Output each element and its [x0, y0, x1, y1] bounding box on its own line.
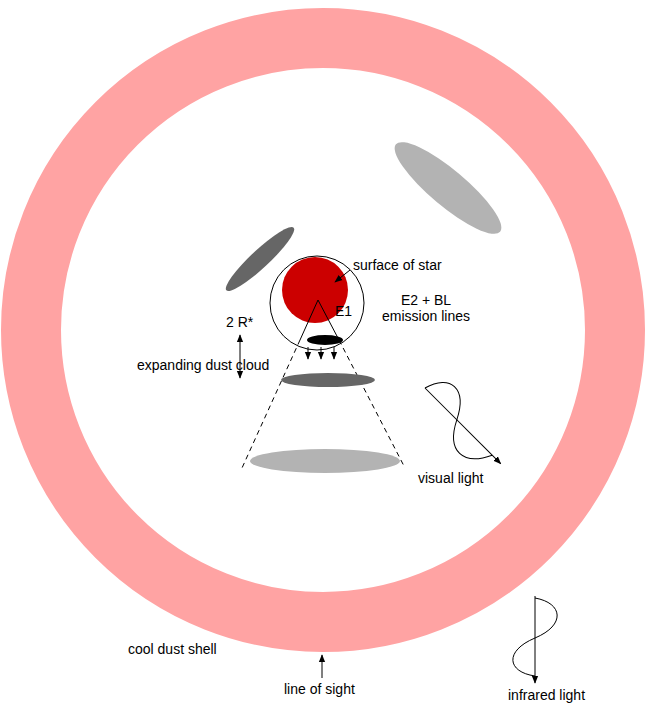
label-box: infrared light: [508, 687, 585, 703]
cone-line: [339, 340, 405, 468]
annotation-label: expanding dust cloud: [137, 357, 269, 373]
annotation-label: line of sight: [284, 681, 355, 697]
dust-cloud: [250, 449, 400, 473]
label-box: line of sight: [284, 681, 355, 697]
annotation-label: 2 R*: [226, 314, 253, 330]
envelope-circle: E1: [269, 255, 365, 351]
motion-arrow: [334, 347, 335, 359]
label-box: expanding dust cloud: [137, 357, 269, 373]
motion-arrow: [321, 347, 322, 359]
annotation-label: visual light: [418, 470, 483, 486]
cone-line: [300, 300, 318, 340]
dust-cloud: [384, 131, 511, 246]
leader-arrow: [335, 270, 350, 282]
label-box: 2 R*: [226, 314, 253, 330]
label-box: E2 + BL emission lines: [378, 292, 474, 324]
annotation-label: infrared light: [508, 687, 585, 703]
label-box: cool dust shell: [128, 641, 217, 657]
infrared-light-wave: [513, 596, 557, 683]
label-box: surface of star: [353, 257, 442, 273]
label-box: visual light: [418, 470, 483, 486]
dust-cloud: [307, 335, 343, 345]
line-of-sight-arrow: [322, 655, 323, 678]
region-label: E1: [335, 303, 352, 319]
annotation-label: E2 + BL emission lines: [382, 292, 470, 324]
envelope-circle-outline: [270, 256, 364, 350]
annotation-label: surface of star: [353, 257, 442, 273]
dust-cloud: [281, 373, 375, 387]
annotation-label: cool dust shell: [128, 641, 217, 657]
visual-light-wave: [410, 373, 516, 479]
dust-shell-ring: [31, 38, 615, 622]
